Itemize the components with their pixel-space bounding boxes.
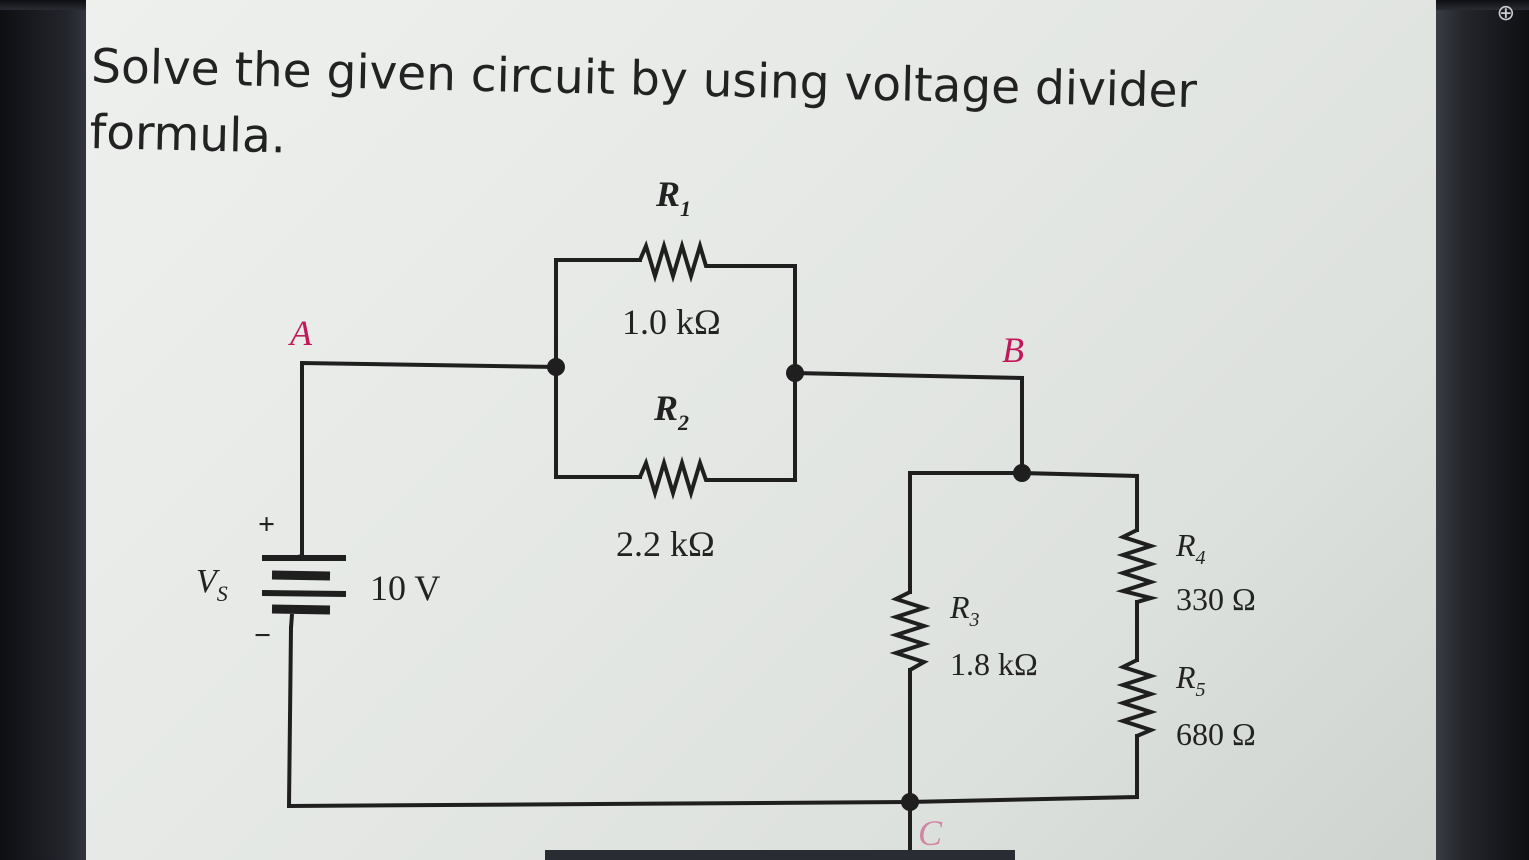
junction-r1r2-right: [786, 364, 804, 382]
r3-name-label: R3: [949, 589, 980, 631]
junction-r1r2-left: [547, 358, 565, 376]
wire-r2-right: [710, 371, 797, 482]
wire-r1-right: [710, 264, 797, 375]
slide: [86, 0, 1436, 860]
wire-b: [792, 370, 1024, 475]
source-value-label: 10 V: [370, 568, 440, 608]
r1-name-label: R1: [655, 174, 691, 221]
wire-a: [300, 360, 559, 560]
source-name-label: VS: [196, 563, 228, 606]
r5-value-label: 680 Ω: [1176, 716, 1256, 752]
node-b-label: B: [1002, 330, 1024, 370]
r5-name-label: R5: [1175, 659, 1206, 701]
resistor-r3-symbol: [889, 590, 931, 672]
resistor-r2-symbol: [638, 456, 712, 500]
r4-value-label: 330 Ω: [1176, 581, 1256, 617]
battery-symbol: [261, 554, 347, 629]
r2-name-label: R2: [653, 388, 689, 435]
r4-name-label: R4: [1175, 527, 1206, 569]
r1-value-label: 1.0 kΩ: [622, 302, 721, 342]
resistor-r4-symbol: [1115, 528, 1159, 604]
screen-bezel-left: [0, 0, 95, 860]
source-minus-label: −: [254, 619, 271, 652]
wire-r1-left: [554, 258, 642, 369]
screen-bezel-right: [1434, 0, 1529, 860]
wire-r2-left: [554, 365, 642, 479]
wire-c: [286, 625, 913, 809]
wire-r3-top: [908, 471, 1024, 594]
resistor-r5-symbol: [1116, 658, 1158, 738]
resistor-r1-symbol: [638, 239, 712, 283]
screen-bottom-bar: [545, 850, 1015, 860]
junction-b: [1013, 464, 1031, 482]
node-c-label: C: [918, 813, 943, 853]
add-account-icon[interactable]: ⊕: [1496, 0, 1515, 25]
r3-value-label: 1.8 kΩ: [950, 646, 1038, 682]
node-a-label: A: [288, 313, 313, 353]
wire-r5-bottom: [907, 734, 1139, 805]
source-plus-label: +: [258, 508, 275, 541]
wire-r4-top: [1019, 470, 1139, 532]
r2-value-label: 2.2 kΩ: [616, 524, 715, 564]
junction-c: [901, 793, 919, 811]
